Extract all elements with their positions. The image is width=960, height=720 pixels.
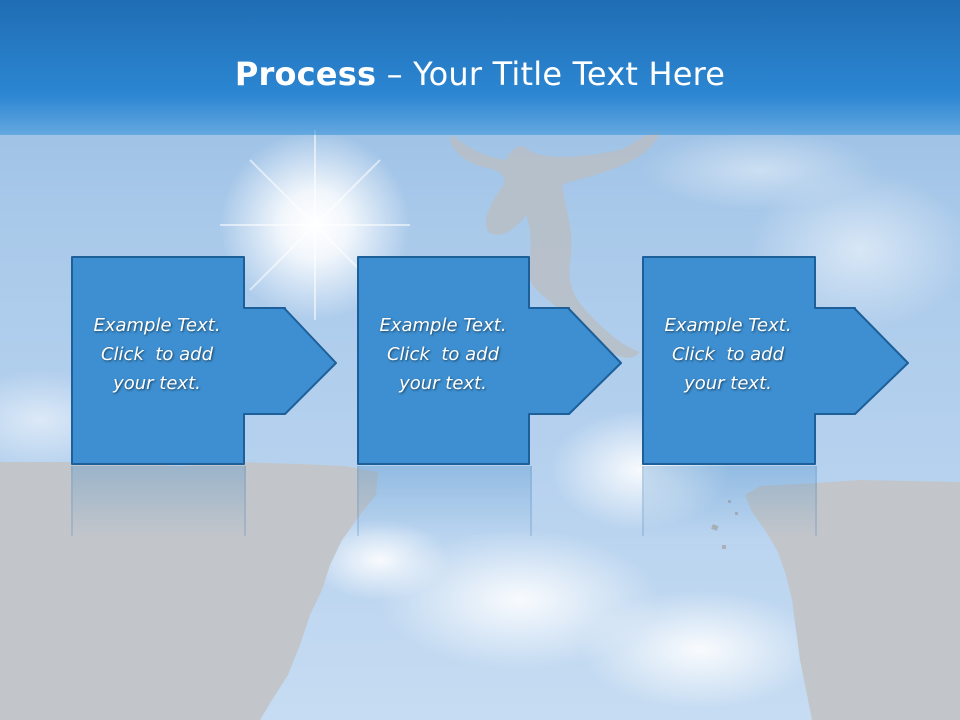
step-line-3: your text. bbox=[684, 373, 772, 394]
step-line-1: Example Text. bbox=[664, 315, 792, 336]
title-text: – Your Title Text Here bbox=[376, 55, 726, 93]
jumper-silhouette bbox=[450, 131, 660, 358]
title-bar bbox=[0, 0, 960, 135]
step-text: Example Text. Click to add your text. bbox=[642, 311, 814, 398]
step-text: Example Text. Click to add your text. bbox=[357, 311, 529, 398]
step-reflection bbox=[642, 466, 817, 536]
step-line-3: your text. bbox=[113, 373, 201, 394]
process-step-1[interactable]: Example Text. Click to add your text. bbox=[71, 256, 337, 466]
arrow-right-icon bbox=[71, 256, 337, 465]
arrow-right-icon bbox=[357, 256, 622, 465]
arrow-right-icon bbox=[642, 256, 909, 465]
step-reflection bbox=[71, 466, 246, 536]
step-line-2: Click to add bbox=[386, 344, 499, 365]
step-text: Example Text. Click to add your text. bbox=[71, 311, 243, 398]
step-line-1: Example Text. bbox=[379, 315, 507, 336]
step-line-1: Example Text. bbox=[93, 315, 221, 336]
step-line-2: Click to add bbox=[671, 344, 784, 365]
left-cliff bbox=[0, 462, 378, 720]
step-reflection bbox=[357, 466, 532, 536]
step-line-3: your text. bbox=[399, 373, 487, 394]
falling-rocks bbox=[711, 500, 738, 549]
process-step-2[interactable]: Example Text. Click to add your text. bbox=[357, 256, 622, 466]
process-step-3[interactable]: Example Text. Click to add your text. bbox=[642, 256, 909, 466]
slide-title[interactable]: Process – Your Title Text Here bbox=[0, 52, 960, 96]
title-emphasis: Process bbox=[234, 55, 377, 93]
right-cliff bbox=[745, 480, 960, 720]
step-line-2: Click to add bbox=[100, 344, 213, 365]
